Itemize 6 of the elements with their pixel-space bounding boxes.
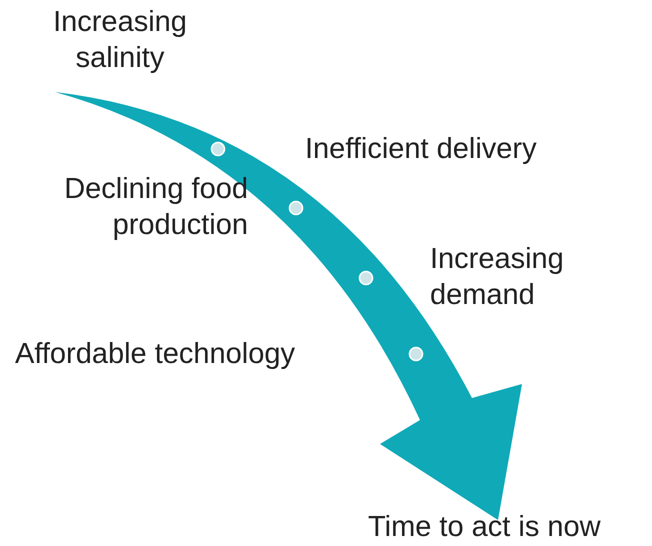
factor-label: Inefficient delivery [305, 132, 538, 167]
factor-label: Declining food production [63, 172, 248, 243]
factor-label: Affordable technology [15, 337, 296, 372]
conclusion-text: Time to act is now [368, 510, 602, 545]
factor-label: Increasing demand [430, 242, 565, 313]
factor-label: Increasing salinity [52, 5, 188, 76]
